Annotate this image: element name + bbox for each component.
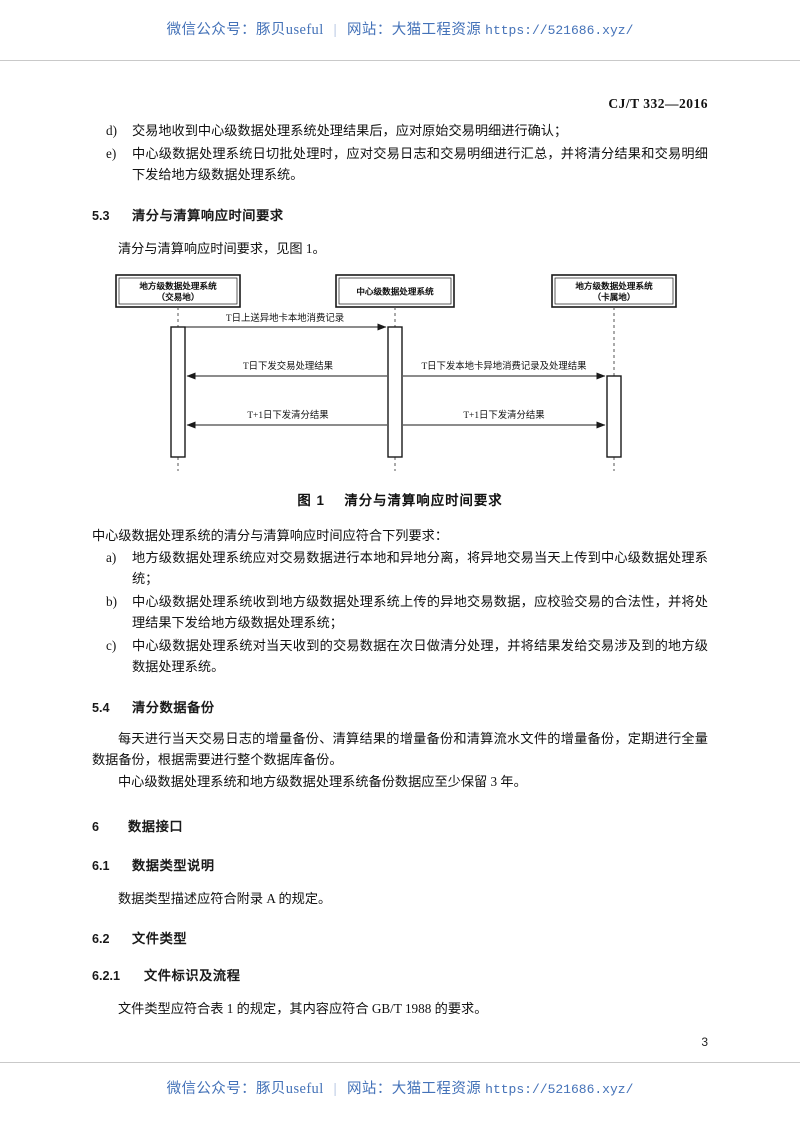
paragraph-6-2-1: 文件类型应符合表 1 的规定，其内容应符合 GB/T 1988 的要求。: [118, 1000, 488, 1016]
heading-title: 数据接口: [128, 819, 184, 834]
actor-box-center: 中心级数据处理系统: [335, 274, 455, 308]
list-item: c) 中心级数据处理系统对当天收到的交易数据在次日做清分处理，并将结果发给交易涉…: [92, 635, 708, 678]
svg-text:T+1日下发清分结果: T+1日下发清分结果: [463, 409, 545, 421]
svg-text:（交易地）: （交易地）: [157, 291, 200, 302]
svg-text:中心级数据处理系统: 中心级数据处理系统: [356, 286, 434, 297]
list-marker: a): [106, 549, 117, 565]
paragraph-5-3-leadin: 中心级数据处理系统的清分与清算响应时间应符合下列要求：: [92, 528, 449, 543]
heading-5-3: 5.3 清分与清算响应时间要求: [92, 205, 708, 224]
svg-text:T+1日下发清分结果: T+1日下发清分结果: [247, 409, 329, 421]
actor-box-left: 地方级数据处理系统 （交易地）: [115, 274, 241, 308]
footer-divider: [0, 1062, 800, 1063]
watermark-separator: |: [333, 22, 337, 38]
watermark-bottom: 微信公众号：豚贝useful | 网站：大猫工程资源 https://52168…: [0, 1077, 800, 1098]
svg-text:T日上送异地卡本地消费记录: T日上送异地卡本地消费记录: [226, 312, 344, 324]
activation-bar-right: [606, 375, 622, 458]
list-item-text: 中心级数据处理系统日切批处理时，应对交易日志和交易明细进行汇总，并将清分结果和交…: [132, 145, 708, 183]
list-item-text: 中心级数据处理系统对当天收到的交易数据在次日做清分处理，并将结果发给交易涉及到的…: [132, 637, 708, 675]
paragraph-5-4-1: 每天进行当天交易日志的增量备份、清算结果的增量备份和清算流水文件的增量备份，定期…: [92, 730, 708, 768]
list-marker: d): [106, 123, 117, 138]
watermark-top: 微信公众号：豚贝useful | 网站：大猫工程资源 https://52168…: [0, 18, 800, 39]
watermark-site-label: 网站：大猫工程资源: [347, 22, 482, 38]
paragraph-6-1: 数据类型描述应符合附录 A 的规定。: [118, 891, 332, 906]
svg-text:T日下发交易处理结果: T日下发交易处理结果: [243, 360, 334, 372]
watermark-wechat-label: 微信公众号：豚贝useful: [166, 22, 324, 38]
figure-caption: 图 1 清分与清算响应时间要求: [92, 489, 708, 509]
list-item: d) 交易地收到中心级数据处理系统处理结果后，应对原始交易明细进行确认；: [92, 120, 708, 142]
heading-title: 数据类型说明: [132, 858, 215, 873]
heading-5-4: 5.4 清分数据备份: [92, 697, 708, 716]
running-head-standard-number: CJ/T 332—2016: [608, 96, 708, 111]
paragraph-5-4-2: 中心级数据处理系统和地方级数据处理系统备份数据应至少保留 3 年。: [118, 773, 527, 789]
svg-text:（卡属地）: （卡属地）: [593, 291, 636, 302]
activation-bar-left: [170, 326, 186, 458]
list-marker: e): [106, 145, 117, 161]
heading-6-2-1: 6.2.1 文件标识及流程: [92, 965, 708, 984]
list-item-text: 中心级数据处理系统收到地方级数据处理系统上传的异地交易数据，应校验交易的合法性，…: [132, 593, 708, 631]
list-item: a) 地方级数据处理系统应对交易数据进行本地和异地分离，将异地交易当天上传到中心…: [92, 547, 708, 590]
list-item: e) 中心级数据处理系统日切批处理时，应对交易日志和交易明细进行汇总，并将清分结…: [92, 143, 708, 186]
figure-caption-title: 清分与清算响应时间要求: [344, 493, 503, 508]
page-number: 3: [701, 1035, 708, 1049]
list-item: b) 中心级数据处理系统收到地方级数据处理系统上传的异地交易数据，应校验交易的合…: [92, 591, 708, 634]
list-marker: b): [106, 593, 117, 609]
heading-number: 5.3: [92, 208, 110, 223]
watermark-url: https://521686.xyz/: [485, 23, 634, 38]
header-divider: [0, 60, 800, 61]
heading-6-2: 6.2 文件类型: [92, 928, 708, 947]
watermark-url: https://521686.xyz/: [485, 1082, 634, 1097]
list-item-text: 地方级数据处理系统应对交易数据进行本地和异地分离，将异地交易当天上传到中心级数据…: [132, 549, 708, 587]
watermark-separator: |: [333, 1081, 337, 1097]
sequence-diagram-svg: 地方级数据处理系统 （交易地） 中心级数据处理系统 地方级数据处理系统 （卡属地…: [115, 274, 677, 471]
heading-title: 文件类型: [132, 930, 188, 946]
heading-number: 5.4: [92, 700, 110, 715]
heading-number: 6.2.1: [92, 968, 121, 983]
activation-bar-center: [387, 326, 403, 458]
heading-title: 清分数据备份: [132, 699, 215, 715]
heading-6-1: 6.1 数据类型说明: [92, 855, 708, 874]
svg-text:地方级数据处理系统: 地方级数据处理系统: [139, 280, 217, 291]
figure-caption-label: 图 1: [297, 493, 325, 508]
figure-1-sequence-diagram: 地方级数据处理系统 （交易地） 中心级数据处理系统 地方级数据处理系统 （卡属地…: [92, 271, 708, 483]
heading-number: 6.1: [92, 859, 110, 873]
svg-text:地方级数据处理系统: 地方级数据处理系统: [575, 280, 653, 291]
list-item-text: 交易地收到中心级数据处理系统处理结果后，应对原始交易明细进行确认；: [132, 123, 568, 138]
list-marker: c): [106, 637, 117, 653]
document-content: d) 交易地收到中心级数据处理系统处理结果后，应对原始交易明细进行确认； e) …: [92, 120, 708, 1019]
heading-number: 6: [92, 820, 100, 834]
heading-6: 6 数据接口: [92, 816, 708, 835]
watermark-wechat-label: 微信公众号：豚贝useful: [166, 1081, 324, 1097]
heading-title: 文件标识及流程: [144, 967, 241, 983]
svg-text:T日下发本地卡异地消费记录及处理结果: T日下发本地卡异地消费记录及处理结果: [421, 360, 587, 372]
heading-title: 清分与清算响应时间要求: [132, 207, 284, 223]
heading-number: 6.2: [92, 931, 110, 946]
actor-box-right: 地方级数据处理系统 （卡属地）: [551, 274, 677, 308]
paragraph-5-3-intro: 清分与清算响应时间要求，见图 1。: [118, 240, 326, 256]
watermark-site-label: 网站：大猫工程资源: [347, 1081, 482, 1097]
